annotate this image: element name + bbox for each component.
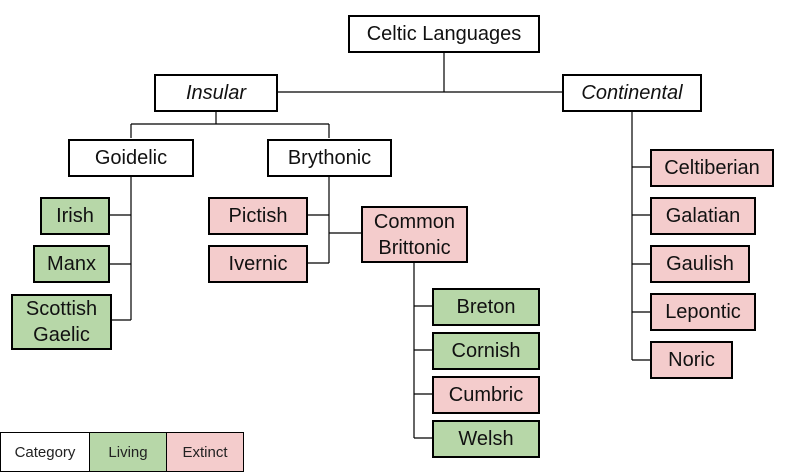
language-irish: Irish [40, 197, 110, 235]
language-pictish: Pictish [208, 197, 308, 235]
language-galatian: Galatian [650, 197, 756, 235]
insular-node: Insular [154, 74, 278, 112]
language-lepontic: Lepontic [650, 293, 756, 331]
language-gaulish: Gaulish [650, 245, 750, 283]
language-ivernic: Ivernic [208, 245, 308, 283]
root-node: Celtic Languages [348, 15, 540, 53]
common-brittonic-node: Common Brittonic [361, 206, 468, 263]
legend-extinct-swatch: Extinct [166, 432, 244, 472]
language-breton: Breton [432, 288, 540, 326]
legend-category-label: Category [0, 432, 90, 472]
language-welsh: Welsh [432, 420, 540, 458]
goidelic-node: Goidelic [68, 139, 194, 177]
legend-living-swatch: Living [89, 432, 167, 472]
brythonic-node: Brythonic [267, 139, 392, 177]
language-manx: Manx [33, 245, 110, 283]
language-scottish-gaelic: Scottish Gaelic [11, 294, 112, 350]
language-noric: Noric [650, 341, 733, 379]
legend: Category Living Extinct [0, 432, 244, 472]
language-cumbric: Cumbric [432, 376, 540, 414]
language-cornish: Cornish [432, 332, 540, 370]
language-celtiberian: Celtiberian [650, 149, 774, 187]
continental-node: Continental [562, 74, 702, 112]
